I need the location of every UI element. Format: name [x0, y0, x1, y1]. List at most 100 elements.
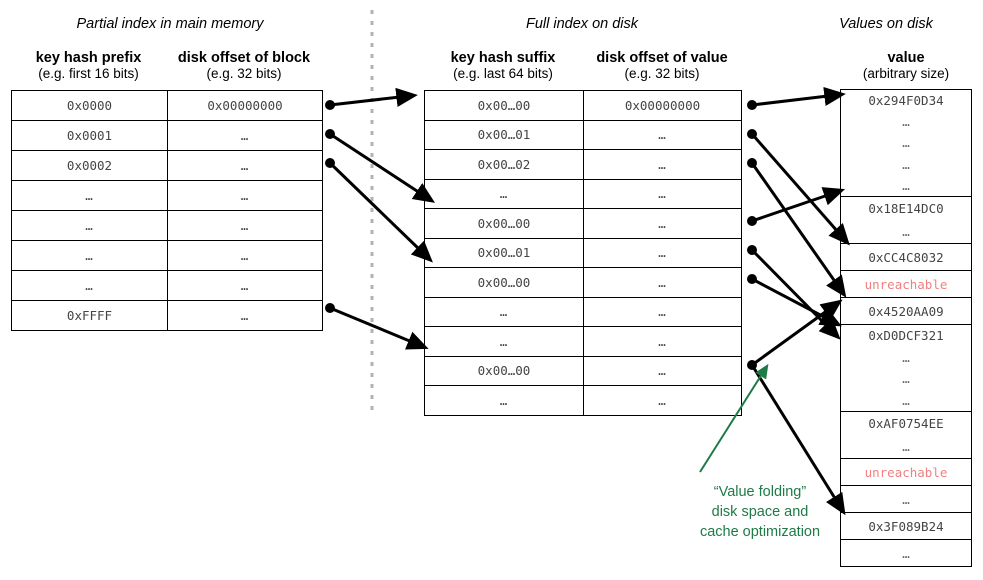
- column-header-key-hash-suffix-sub: (e.g. last 64 bits): [453, 66, 553, 81]
- value-cell: 0x294F0D34…………: [840, 89, 972, 197]
- cell-offset: …: [167, 210, 323, 241]
- table-row: ……: [11, 270, 323, 301]
- column-header-value-sub: (arbitrary size): [862, 66, 950, 81]
- value-cell: 0xD0DCF321 … … …: [840, 324, 972, 412]
- value-line: …: [902, 135, 910, 151]
- cell-key: …: [424, 385, 584, 416]
- cell-offset: …: [583, 178, 742, 209]
- annotation-line-1: “Value folding”: [713, 484, 807, 500]
- value-unreachable-label: unreachable: [864, 276, 948, 292]
- cell-key: …: [11, 180, 168, 211]
- table-row: 0x0002…: [11, 150, 323, 181]
- middle-to-right-wires: [750, 86, 850, 516]
- cell-offset: …: [583, 149, 742, 180]
- cell-key: 0xFFFF: [11, 300, 168, 331]
- cell-offset: …: [583, 296, 742, 327]
- value-line: …: [902, 371, 910, 387]
- table-row: ……: [424, 178, 742, 209]
- cell-offset: …: [167, 270, 323, 301]
- column-header-key-hash-suffix: key hash suffix (e.g. last 64 bits): [424, 50, 582, 82]
- value-cell: …: [840, 539, 972, 567]
- cell-key: 0x00…00: [424, 90, 584, 121]
- cell-key: …: [424, 178, 584, 209]
- cell-key: …: [424, 326, 584, 357]
- value-line: 0x294F0D34: [868, 93, 944, 109]
- cell-offset: …: [167, 300, 323, 331]
- value-line: …: [902, 392, 910, 408]
- annotation-line-2: disk space and: [711, 504, 809, 520]
- left-to-middle-wires: [328, 87, 436, 350]
- table-row: 0xFFFF…: [11, 300, 323, 331]
- value-cell: 0x3F089B24: [840, 512, 972, 540]
- table-row: 0x0001…: [11, 120, 323, 151]
- cell-offset: …: [583, 237, 742, 268]
- value-line: 0xCC4C8032: [868, 249, 944, 265]
- column-header-value: value (arbitrary size): [840, 50, 972, 82]
- column-header-key-hash-prefix-main: key hash prefix: [35, 50, 142, 66]
- cell-offset: …: [583, 385, 742, 416]
- table-row: ……: [11, 210, 323, 241]
- column-header-disk-offset-value-sub: (e.g. 32 bits): [624, 66, 700, 81]
- column-header-value-main: value: [887, 50, 925, 66]
- value-line: 0x4520AA09: [868, 303, 944, 319]
- cell-offset: …: [583, 355, 742, 386]
- cell-offset: …: [583, 208, 742, 239]
- table-row: ……: [424, 385, 742, 416]
- value-line: 0x3F089B24: [868, 518, 944, 534]
- table-row: ……: [424, 296, 742, 327]
- value-line: …: [902, 349, 910, 365]
- left-wire-anchor-dots: [325, 100, 335, 313]
- cell-offset: …: [167, 240, 323, 271]
- value-line: …: [902, 156, 910, 172]
- column-header-disk-offset-value: disk offset of value (e.g. 32 bits): [582, 50, 742, 82]
- middle-wire-anchor-dots: [747, 100, 757, 370]
- cell-key: …: [11, 270, 168, 301]
- cell-offset: 0x00000000: [583, 90, 742, 121]
- value-line: 0xAF0754EE: [868, 416, 944, 431]
- cell-offset: 0x00000000: [167, 90, 323, 121]
- column-header-key-hash-prefix-sub: (e.g. first 16 bits): [38, 66, 139, 81]
- column-header-disk-offset-block: disk offset of block (e.g. 32 bits): [166, 50, 322, 82]
- value-cell: …: [840, 485, 972, 513]
- section-title-partial-index: Partial index in main memory: [76, 16, 264, 32]
- value-line: 0xD0DCF321: [868, 328, 944, 344]
- value-line: …: [902, 439, 910, 454]
- cell-key: …: [11, 210, 168, 241]
- cell-key: 0x0002: [11, 150, 168, 181]
- column-header-key-hash-suffix-main: key hash suffix: [450, 50, 556, 66]
- value-cell: unreachable: [840, 270, 972, 298]
- table-row: ……: [424, 326, 742, 357]
- cell-key: 0x00…01: [424, 119, 584, 150]
- cell-key: …: [424, 296, 584, 327]
- cell-key: 0x0000: [11, 90, 168, 121]
- value-unreachable-label: unreachable: [864, 464, 948, 480]
- value-cell: unreachable: [840, 458, 972, 486]
- table-row: 0x00…01…: [424, 237, 742, 268]
- cell-offset: …: [167, 150, 323, 181]
- column-header-disk-offset-block-main: disk offset of block: [177, 50, 311, 66]
- cell-key: 0x00…01: [424, 237, 584, 268]
- value-line: …: [902, 114, 910, 130]
- annotation-line-3: cache optimization: [699, 524, 821, 540]
- table-row: 0x00…00…: [424, 267, 742, 298]
- cell-key: …: [11, 240, 168, 271]
- value-folding-annotation: “Value folding” disk space and cache opt…: [660, 482, 860, 542]
- value-cell: 0x18E14DC0…: [840, 196, 972, 244]
- cell-key: 0x00…00: [424, 267, 584, 298]
- table-row: 0x00…02…: [424, 149, 742, 180]
- table-row: 0x00…00…: [424, 208, 742, 239]
- value-line: …: [902, 545, 910, 561]
- section-title-values: Values on disk: [839, 16, 933, 32]
- value-line: 0x18E14DC0: [868, 201, 944, 216]
- cell-offset: …: [583, 267, 742, 298]
- section-title-full-index: Full index on disk: [525, 16, 639, 32]
- table-row: 0x00…00…: [424, 355, 742, 386]
- cell-key: 0x0001: [11, 120, 168, 151]
- cell-offset: …: [167, 120, 323, 151]
- column-header-disk-offset-block-sub: (e.g. 32 bits): [206, 66, 282, 81]
